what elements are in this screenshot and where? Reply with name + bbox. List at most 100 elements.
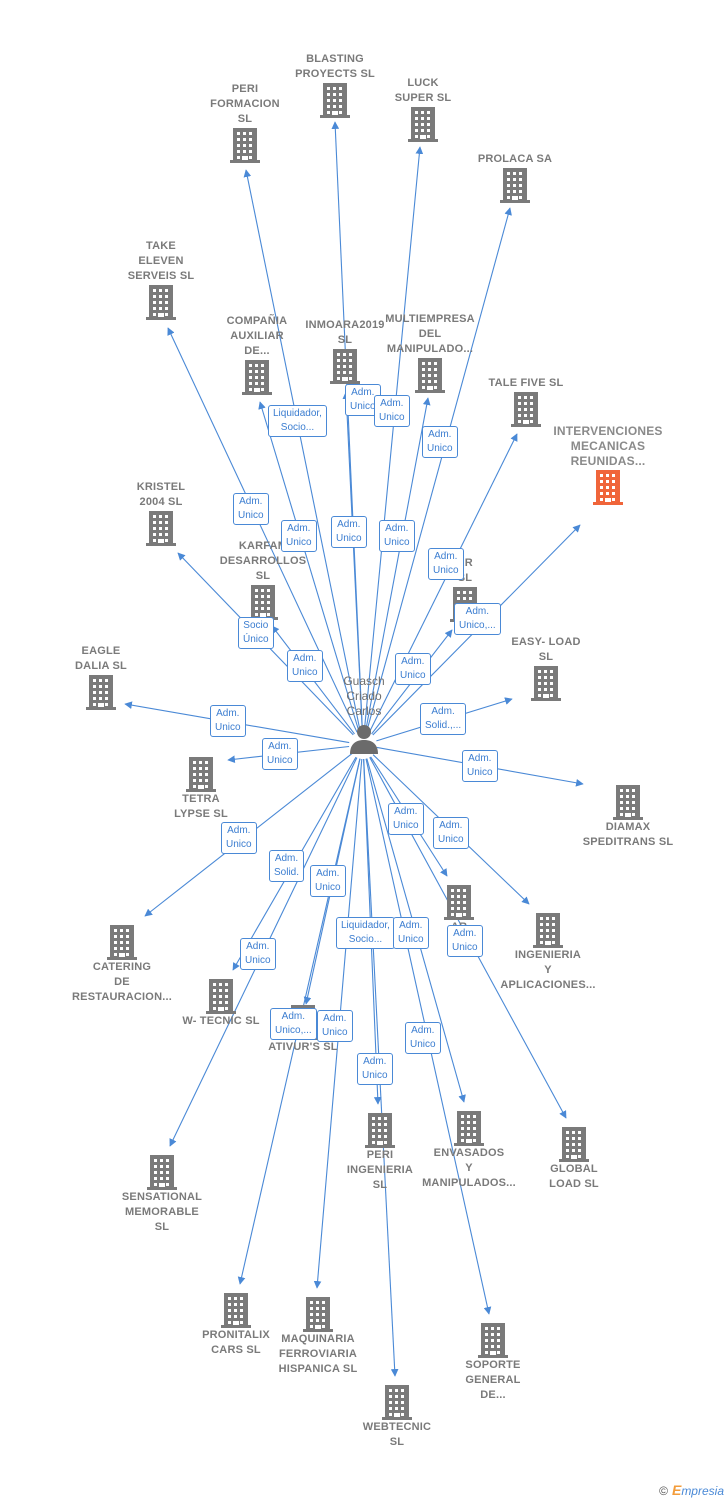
- company-node-soporte[interactable]: SOPORTE GENERAL DE...: [428, 1322, 558, 1403]
- edge-label-luck[interactable]: Adm. Unico: [379, 520, 415, 552]
- company-node-luck[interactable]: LUCK SUPER SL: [358, 76, 488, 142]
- company-node-webtecnic[interactable]: WEBTECNIC SL: [332, 1384, 462, 1450]
- company-label: MAQUINARIA FERROVIARIA HISPANICA SL: [278, 1333, 358, 1375]
- edge-label-kristel[interactable]: Socio Único: [238, 617, 274, 649]
- center-person-node[interactable]: Guasch Criado Carlos: [319, 674, 409, 755]
- edge-label-tetra[interactable]: Adm. Unico: [262, 738, 298, 770]
- company-label: TETRA LYPSE SL: [174, 793, 228, 820]
- footer-brand[interactable]: ©Empresia: [659, 1482, 724, 1498]
- company-node-tetra[interactable]: TETRA LYPSE SL: [136, 756, 266, 822]
- building-icon: [454, 1111, 484, 1146]
- building-icon: [415, 358, 445, 393]
- company-node-tale_five[interactable]: TALE FIVE SL: [461, 376, 591, 427]
- company-label: DIAMAX SPEDITRANS SL: [582, 821, 674, 848]
- company-node-envasados[interactable]: ENVASADOS Y MANIPULADOS...: [404, 1110, 534, 1191]
- edge-label-sensational[interactable]: Adm. Unico: [240, 938, 276, 970]
- building-icon: [330, 349, 360, 384]
- edge-inmoara: [342, 391, 363, 732]
- company-node-catering[interactable]: CATERING DE RESTAURACION...: [57, 924, 187, 1005]
- building-icon: [206, 979, 236, 1014]
- company-label: INGENIERIA Y APLICACIONES...: [500, 949, 596, 991]
- edge-prolaca: [366, 207, 512, 732]
- company-node-easy_load[interactable]: EASY- LOAD SL: [481, 635, 611, 701]
- company-node-take_eleven[interactable]: TAKE ELEVEN SERVEIS SL: [96, 239, 226, 320]
- building-icon: [320, 83, 350, 118]
- edge-label-peri_formacion[interactable]: Adm. Unico: [281, 520, 317, 552]
- edge-label-multiempresa[interactable]: Adm. Unico: [374, 395, 410, 427]
- edge-label-maquinaria[interactable]: Adm. Unico: [317, 1010, 353, 1042]
- company-label: ATIVUR'S SL: [268, 1041, 338, 1053]
- company-node-inmoara[interactable]: INMOARA2019 SL: [280, 318, 410, 384]
- building-icon: [531, 666, 561, 701]
- company-node-pronitalix[interactable]: PRONITALIX CARS SL: [171, 1292, 301, 1358]
- company-node-peri_formacion[interactable]: PERI FORMACION SL: [180, 82, 310, 163]
- building-icon: [146, 511, 176, 546]
- company-label: PROLACA SA: [477, 153, 553, 165]
- company-node-w_tecnic[interactable]: W- TECNIC SL: [156, 978, 286, 1029]
- building-icon: [511, 392, 541, 427]
- building-icon: [365, 1113, 395, 1148]
- company-node-ingenieria[interactable]: INGENIERIA Y APLICACIONES...: [483, 912, 613, 993]
- edge-label-prolaca[interactable]: Adm. Unico: [422, 426, 458, 458]
- building-icon: [242, 360, 272, 395]
- edge-label-eagle[interactable]: Adm. Unico: [210, 705, 246, 737]
- company-node-eagle[interactable]: EAGLE DALIA SL: [36, 644, 166, 710]
- edge-label-peri_ingenieria[interactable]: Adm. Unico: [405, 1022, 441, 1054]
- company-node-prolaca[interactable]: PROLACA SA: [450, 152, 580, 203]
- company-label: ER SL: [457, 557, 473, 584]
- company-label: EASY- LOAD SL: [511, 636, 581, 663]
- edge-label-ativurs[interactable]: Adm. Unico: [310, 865, 346, 897]
- company-label: MULTIEMPRESA DEL MANIPULADO...: [385, 313, 475, 355]
- company-node-peri_ingenieria[interactable]: PERI INGENIERIA SL: [315, 1112, 445, 1193]
- edge-label-easy_load[interactable]: Adm. Solid.,...: [420, 703, 467, 735]
- edge-label-pronitalix[interactable]: Adm. Unico,...: [270, 1008, 317, 1040]
- company-node-karfam[interactable]: KARFAM DESARROLLOS SL: [198, 539, 328, 620]
- building-icon: [186, 757, 216, 792]
- building-icon: [146, 285, 176, 320]
- edge-peri_formacion: [243, 169, 361, 732]
- company-label: SOPORTE GENERAL DE...: [465, 1359, 521, 1401]
- company-node-diamax[interactable]: DIAMAX SPEDITRANS SL: [563, 784, 693, 850]
- company-label: KRISTEL 2004 SL: [136, 481, 186, 508]
- building-icon: [613, 785, 643, 820]
- edge-label-diamax[interactable]: Adm. Unico: [462, 750, 498, 782]
- edge-label-w_tecnic[interactable]: Adm. Solid.: [269, 850, 305, 882]
- company-node-kristel[interactable]: KRISTEL 2004 SL: [96, 480, 226, 546]
- edge-label-compania[interactable]: Liquidador, Socio...: [268, 405, 327, 437]
- edge-label-take_eleven[interactable]: Adm. Unico: [233, 493, 269, 525]
- company-node-sensational[interactable]: SENSATIONAL MEMORABLE SL: [97, 1154, 227, 1235]
- edge-label-tale_five[interactable]: Adm. Unico: [428, 548, 464, 580]
- building-icon: [147, 1155, 177, 1190]
- edge-label-envasados[interactable]: Liquidador, Socio...: [336, 917, 395, 949]
- company-node-blasting[interactable]: BLASTING PROYECTS SL: [270, 52, 400, 118]
- company-label: INMOARA2019 SL: [305, 319, 385, 346]
- edge-label-er_sl[interactable]: Adm. Unico: [395, 653, 431, 685]
- edge-label-soporte[interactable]: Adm. Unico: [447, 925, 483, 957]
- edge-take_eleven: [167, 327, 358, 733]
- edge-label-webtecnic[interactable]: Adm. Unico: [357, 1053, 393, 1085]
- edge-label-intervenciones[interactable]: Adm. Unico,...: [454, 603, 501, 635]
- edge-label-ingenieria[interactable]: Adm. Unico: [433, 817, 469, 849]
- company-node-maquinaria[interactable]: MAQUINARIA FERROVIARIA HISPANICA SL: [253, 1296, 383, 1377]
- edge-luck: [363, 146, 424, 732]
- company-node-global_load[interactable]: GLOBAL LOAD SL: [509, 1126, 639, 1192]
- building-icon: [500, 168, 530, 203]
- edge-label-inmoara[interactable]: Adm. Unico: [345, 384, 381, 416]
- building-icon: [248, 585, 278, 620]
- edge-label-catering[interactable]: Adm. Unico: [221, 822, 257, 854]
- company-label: LUCK SUPER SL: [394, 77, 452, 104]
- company-node-multiempresa[interactable]: MULTIEMPRESA DEL MANIPULADO...: [365, 312, 495, 393]
- edge-label-ar_ra[interactable]: Adm. Unico: [388, 803, 424, 835]
- building-icon: [408, 107, 438, 142]
- company-label: PERI INGENIERIA SL: [346, 1149, 414, 1191]
- edge-label-global_load[interactable]: Adm. Unico: [393, 917, 429, 949]
- building-icon: [303, 1297, 333, 1332]
- building-icon: [230, 128, 260, 163]
- center-person-label: Guasch Criado Carlos: [343, 674, 385, 718]
- company-node-intervenciones[interactable]: INTERVENCIONES MECANICAS REUNIDAS...: [543, 424, 673, 505]
- edge-compania: [258, 401, 360, 732]
- edge-label-blasting[interactable]: Adm. Unico: [331, 516, 367, 548]
- building-icon: [593, 470, 623, 505]
- company-node-compania[interactable]: COMPAÑIA AUXILIAR DE...: [192, 314, 322, 395]
- edge-label-karfam[interactable]: Adm. Unico: [287, 650, 323, 682]
